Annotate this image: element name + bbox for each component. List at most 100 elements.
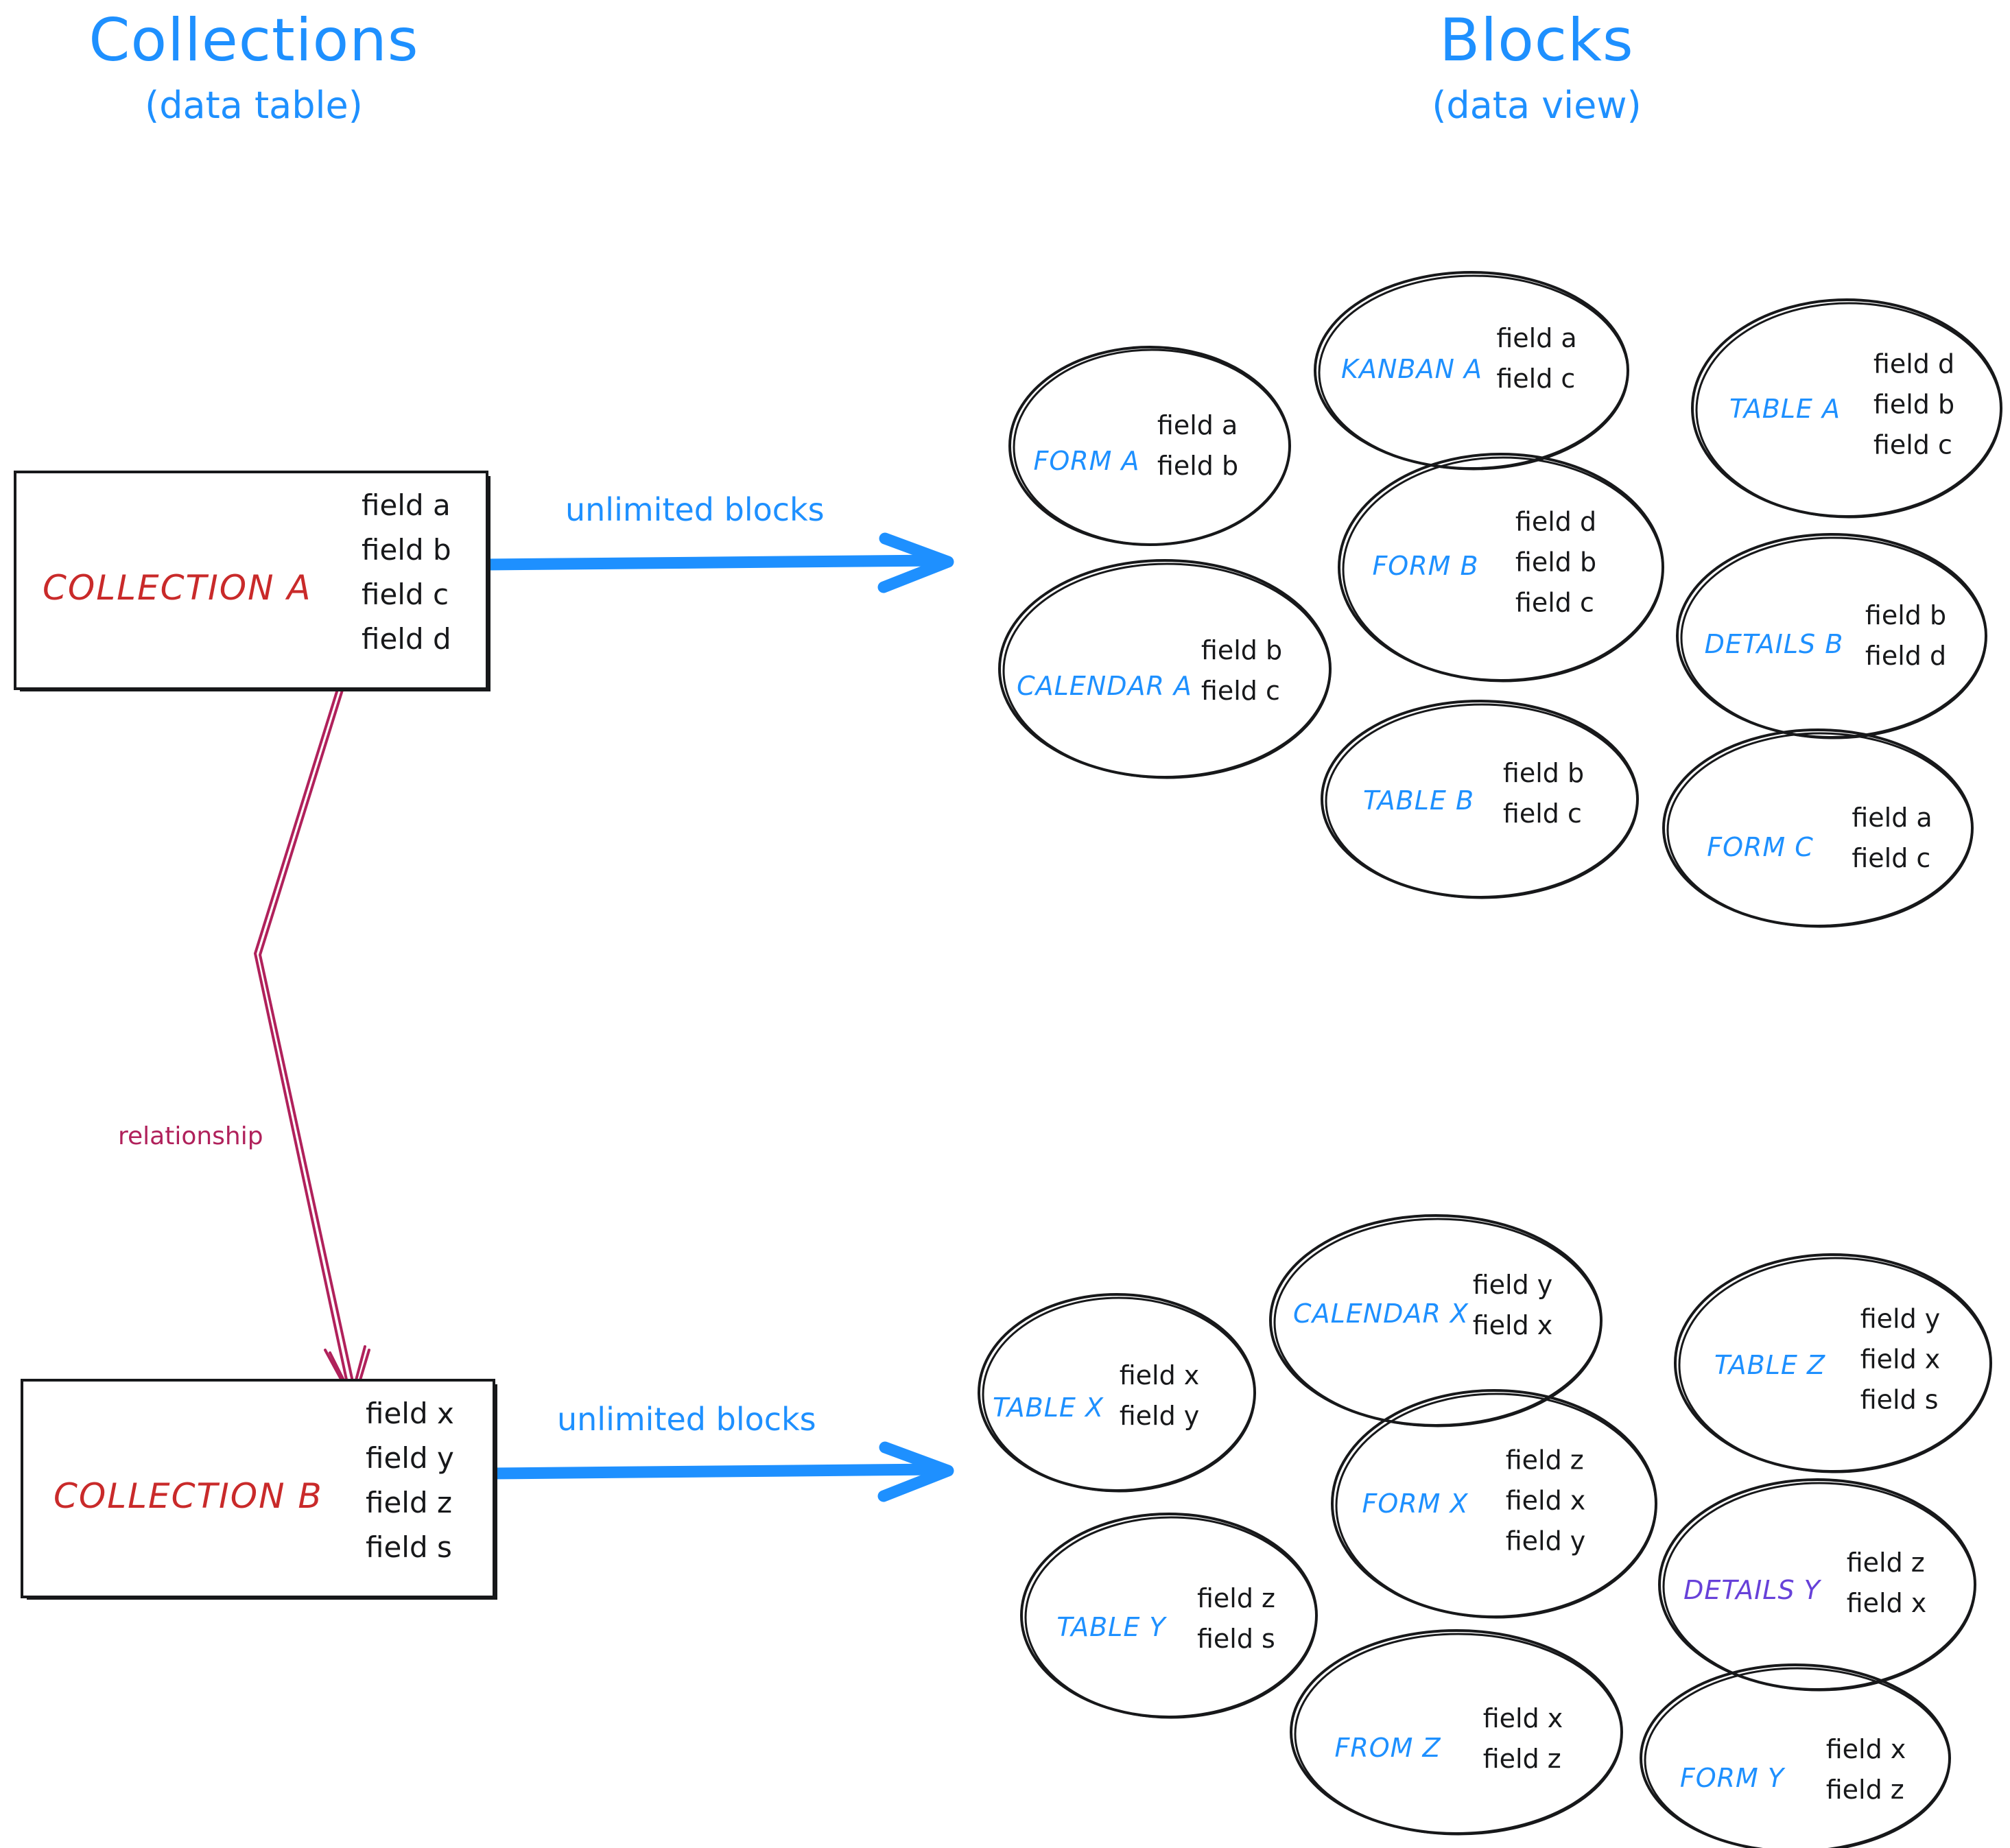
block-fields: field a field c [1496,318,1576,399]
block-form-c[interactable]: FORM C field a field c [1659,725,1981,931]
block-field: field x [1505,1485,1586,1516]
block-field: field c [1873,429,1952,460]
block-field: field b [1502,758,1585,789]
unlimited-blocks-label-b: unlimited blocks [557,1401,816,1438]
collection-a-field: field d [362,622,451,656]
block-table-y[interactable]: TABLE Y field z field s [1017,1509,1325,1722]
collection-b-field: field y [366,1441,454,1475]
block-fields: field y field x field s [1860,1299,1941,1421]
block-label: TABLE X [992,1393,1104,1423]
block-fields: field z field s [1197,1578,1275,1659]
block-field: field y [1860,1303,1941,1334]
block-field: field z [1846,1548,1925,1578]
block-field: field c [1502,798,1582,829]
block-table-b[interactable]: TABLE B field b field c [1317,696,1646,902]
collection-b-field: field x [366,1397,454,1430]
block-field: field c [1852,843,1931,873]
block-table-z[interactable]: TABLE Z field y field x field s [1670,1250,2000,1476]
block-label: CALENDAR A [1017,671,1192,701]
block-label: KANBAN A [1341,354,1482,384]
block-field: field z [1482,1744,1561,1774]
block-form-a[interactable]: FORM A field a field b [1006,343,1294,549]
block-field: field b [1201,635,1283,666]
block-form-y[interactable]: FORM Y field x field z [1636,1660,1959,1848]
block-field: field b [1157,451,1239,481]
block-fields: field y field x [1473,1265,1553,1346]
block-details-y[interactable]: DETAILS Y field z field x [1655,1475,1984,1694]
block-form-b[interactable]: FORM B field d field b field c [1334,449,1670,686]
block-field: field a [1852,803,1932,833]
block-field: field y [1119,1401,1200,1431]
block-field: field z [1825,1775,1904,1805]
block-calendar-a[interactable]: CALENDAR A field b field c [995,556,1338,782]
block-label: TABLE Z [1714,1350,1826,1380]
relationship-arrow [254,687,370,1402]
collection-a-fields: field a field b field c field d [362,488,451,656]
collection-a-field: field a [362,488,451,522]
collection-a-box[interactable] [14,471,488,690]
block-label: FORM C [1707,832,1814,862]
block-fields: field a field c [1852,798,1932,879]
block-field: field y [1505,1526,1586,1556]
block-details-b[interactable]: DETAILS B field b field d [1672,530,1995,742]
block-field: field x [1482,1703,1563,1734]
block-label: FORM Y [1679,1763,1785,1793]
block-label: TABLE Y [1056,1612,1166,1642]
block-label: DETAILS B [1704,629,1844,659]
block-fields: field b field d [1865,595,1946,676]
unlimited-blocks-arrow-a [481,532,954,593]
block-field: field c [1515,587,1594,618]
blocks-subtitle: (data view) [1432,83,1642,127]
block-field: field c [1496,364,1576,394]
block-field: field x [1119,1360,1200,1391]
block-form-x[interactable]: FORM X field z field x field y [1327,1386,1664,1622]
block-label: FROM Z [1334,1733,1441,1763]
blocks-title: Blocks [1439,6,1634,75]
block-table-a[interactable]: TABLE A field d field b field c [1688,295,2010,521]
collections-title: Collections [88,6,419,75]
block-field: field b [1865,600,1947,631]
block-field: field x [1860,1344,1941,1375]
collection-b-name: COLLECTION B [54,1476,323,1516]
block-fields: field x field z [1483,1698,1563,1779]
block-field: field x [1472,1310,1553,1340]
block-label: TABLE A [1729,394,1841,424]
unlimited-blocks-label-a: unlimited blocks [565,491,825,528]
block-fields: field b field c [1503,753,1584,834]
block-field: field a [1496,323,1577,354]
block-label: DETAILS Y [1683,1575,1821,1605]
block-field: field d [1873,348,1955,379]
block-field: field b [1873,389,1955,420]
block-calendar-x[interactable]: CALENDAR X field y field x [1266,1211,1609,1430]
block-fields: field x field z [1826,1729,1906,1810]
block-field: field z [1196,1583,1276,1614]
collection-a-name: COLLECTION A [43,568,312,608]
collection-a-field: field b [362,533,451,567]
block-kanban-a[interactable]: KANBAN A field a field c [1310,268,1633,473]
block-fields: field x field y [1120,1355,1200,1436]
block-field: field x [1825,1734,1906,1765]
block-fields: field b field c [1201,630,1282,711]
block-field: field c [1201,676,1280,706]
block-field: field a [1157,410,1238,441]
block-field: field s [1196,1624,1275,1654]
block-field: field z [1505,1445,1584,1476]
collection-b-field: field s [366,1530,452,1564]
block-label: CALENDAR X [1293,1299,1469,1329]
collections-heading: Collections (data table) [41,7,466,127]
block-field: field x [1846,1588,1927,1618]
block-field: field d [1515,506,1597,537]
collection-a-field: field c [362,578,449,611]
block-fields: field d field b field c [1515,502,1596,624]
collection-b-fields: field x field y field z field s [366,1397,454,1564]
collection-b-box[interactable] [21,1379,495,1598]
block-label: FORM X [1362,1489,1469,1519]
block-from-z[interactable]: FROM Z field x field z [1286,1626,1629,1838]
block-table-x[interactable]: TABLE X field x field y [974,1290,1262,1495]
block-fields: field d field b field c [1873,344,1954,466]
block-label: TABLE B [1362,785,1475,816]
relationship-label: relationship [118,1122,263,1150]
block-field: field b [1515,547,1597,578]
block-fields: field z field x field y [1506,1441,1586,1562]
